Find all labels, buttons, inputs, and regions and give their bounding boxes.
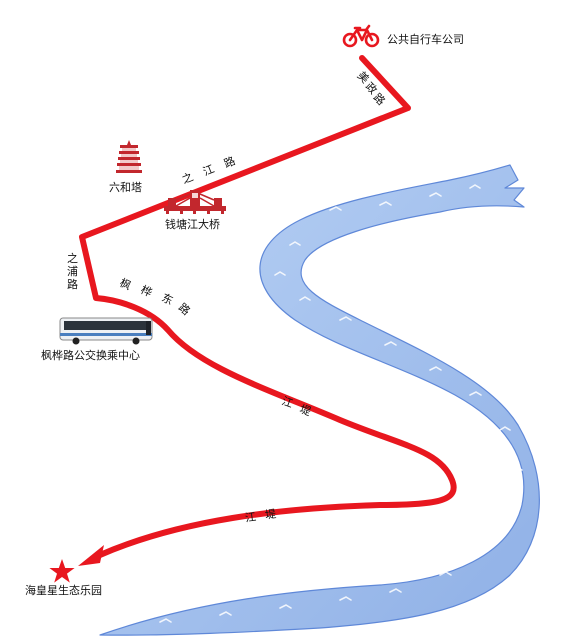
star-icon: [49, 559, 75, 583]
road-jiangdi-lower-1: 江: [244, 510, 257, 525]
label-qiantang-bridge: 钱塘江大桥: [165, 218, 220, 231]
bicycle-icon: [342, 24, 380, 48]
route-arrowhead: [78, 545, 104, 566]
road-jiangdi-lower-2: 堤: [264, 507, 277, 522]
river: [99, 164, 540, 636]
road-zhipu-3: 路: [67, 278, 78, 291]
pagoda-icon: [116, 140, 142, 173]
route-line: [79, 55, 457, 558]
river-waves: [159, 184, 523, 623]
label-bus-center: 枫桦路公交换乘中心: [41, 349, 140, 362]
bridge-icon: [164, 190, 226, 214]
river-body: [99, 164, 540, 636]
road-zhipu-1: 之: [67, 252, 78, 265]
label-destination: 海皇星生态乐园: [25, 584, 102, 597]
label-liuhe-pagoda: 六和塔: [109, 181, 142, 194]
bus-icon: [59, 317, 153, 345]
label-bike-company: 公共自行车公司: [387, 33, 464, 46]
route: [78, 55, 457, 566]
road-zhipu-2: 浦: [67, 265, 78, 278]
